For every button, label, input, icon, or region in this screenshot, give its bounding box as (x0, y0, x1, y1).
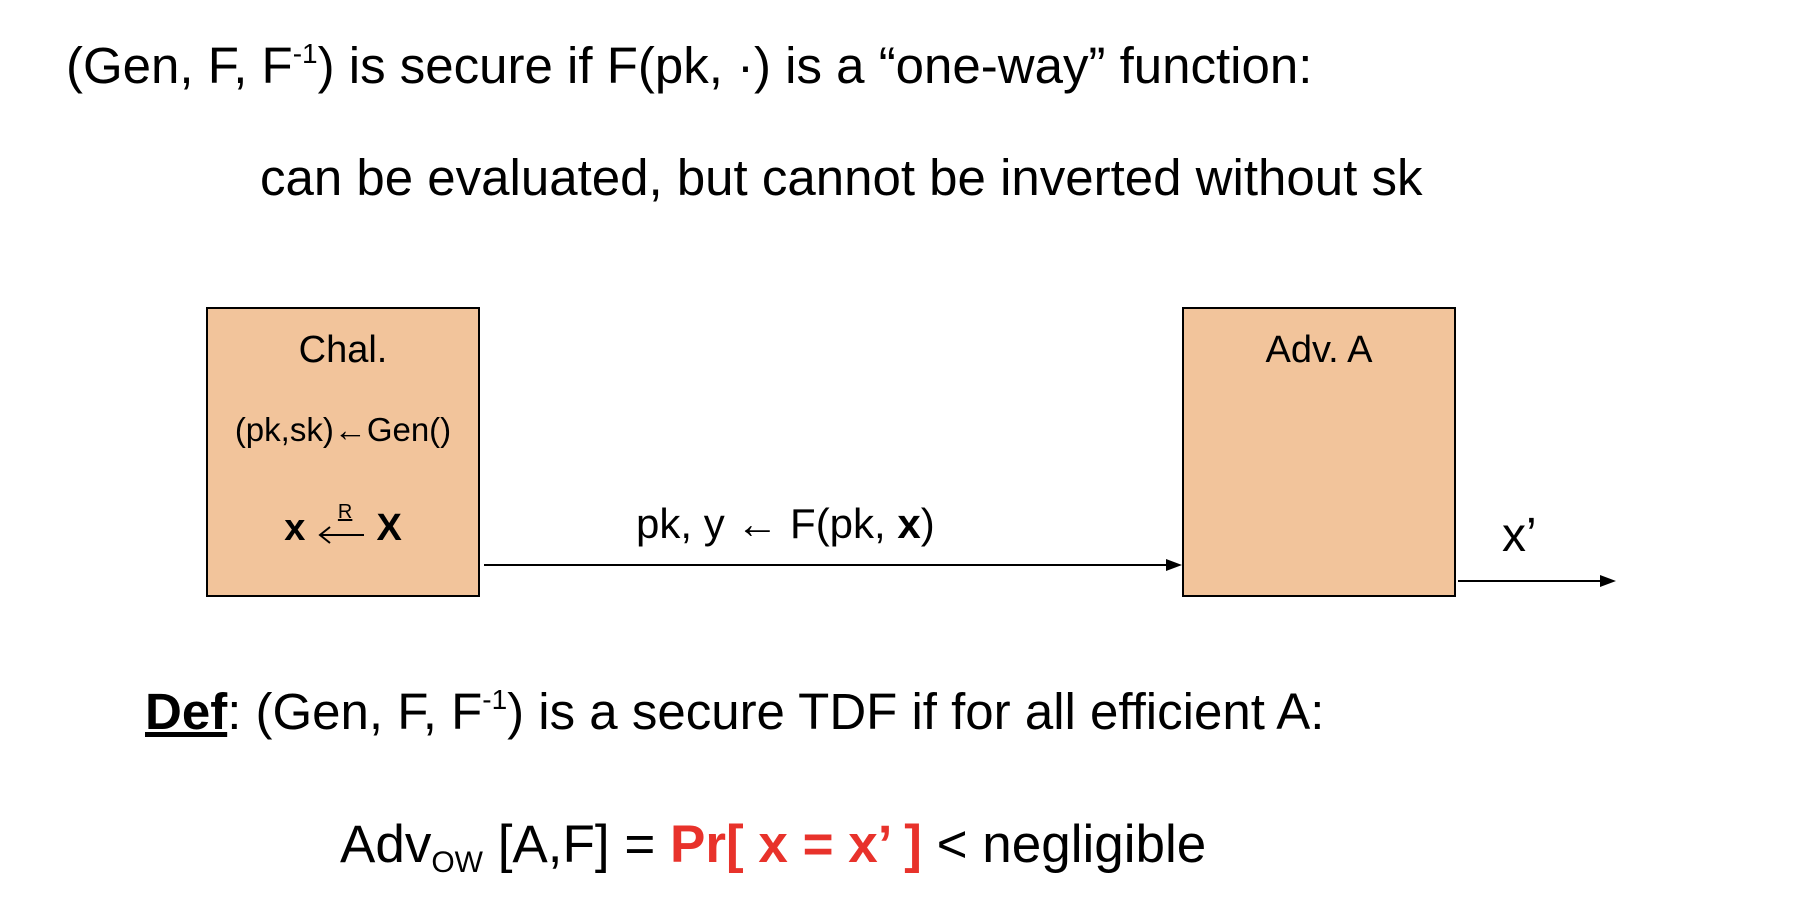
challenger-title: Chal. (298, 329, 388, 371)
message-text: pk, y ← F(pk, (636, 500, 898, 547)
challenger-sample: x R X (208, 501, 478, 550)
random-R-label: R (337, 500, 353, 523)
adversary-output-arrow (1458, 575, 1616, 587)
adversary-title: Adv. A (1265, 329, 1373, 371)
pr-body: x = x’ (758, 815, 890, 874)
advantage-line: AdvOW [A,F] = Pr[ x = x’ ] < negligible (340, 814, 1206, 880)
sample-X: X (376, 507, 402, 549)
challenger-keygen: (pk,sk)←Gen() (234, 411, 452, 448)
heading-text-suffix: ) is secure if F(pk, ·) is a “one-way” f… (317, 37, 1313, 94)
definition-body: (Gen, F, F (255, 683, 483, 740)
challenger-to-adversary-arrow (484, 559, 1182, 571)
pr-open: Pr[ (670, 815, 759, 874)
adversary-output-label: x’ (1502, 509, 1537, 562)
definition-line: Def: (Gen, F, F-1) is a secure TDF if fo… (145, 682, 1324, 741)
probability-expression: Pr[ x = x’ ] (670, 815, 922, 874)
message-label: pk, y ← F(pk, x) (636, 500, 935, 548)
heading-line-2: can be evaluated, but cannot be inverted… (260, 149, 1423, 206)
definition-label: Def (145, 683, 228, 740)
definition-superscript: -1 (482, 684, 508, 715)
definition-body-suffix: ) is a secure TDF if for all efficient A… (507, 683, 1325, 740)
pr-close: ] (889, 815, 922, 874)
sample-x: x (284, 507, 306, 549)
definition-colon: : (227, 683, 256, 740)
heading-line-1: (Gen, F, F-1) is secure if F(pk, ·) is a… (66, 36, 1312, 95)
adversary-box: Adv. A (1182, 307, 1456, 597)
adv-symbol: Adv (340, 815, 432, 874)
challenger-box: Chal. (pk,sk)←Gen() x R X (206, 307, 480, 597)
heading-text: (Gen, F, F (66, 37, 293, 94)
left-arrow-icon (318, 526, 364, 544)
negligible-bound: < negligible (921, 815, 1207, 874)
message-x: x (897, 500, 921, 547)
random-sample-arrow: R (316, 501, 366, 545)
adv-subscript: OW (431, 846, 483, 879)
inverse-superscript: -1 (292, 38, 318, 69)
adv-args: [A,F] = (482, 815, 671, 874)
message-close: ) (920, 500, 935, 547)
